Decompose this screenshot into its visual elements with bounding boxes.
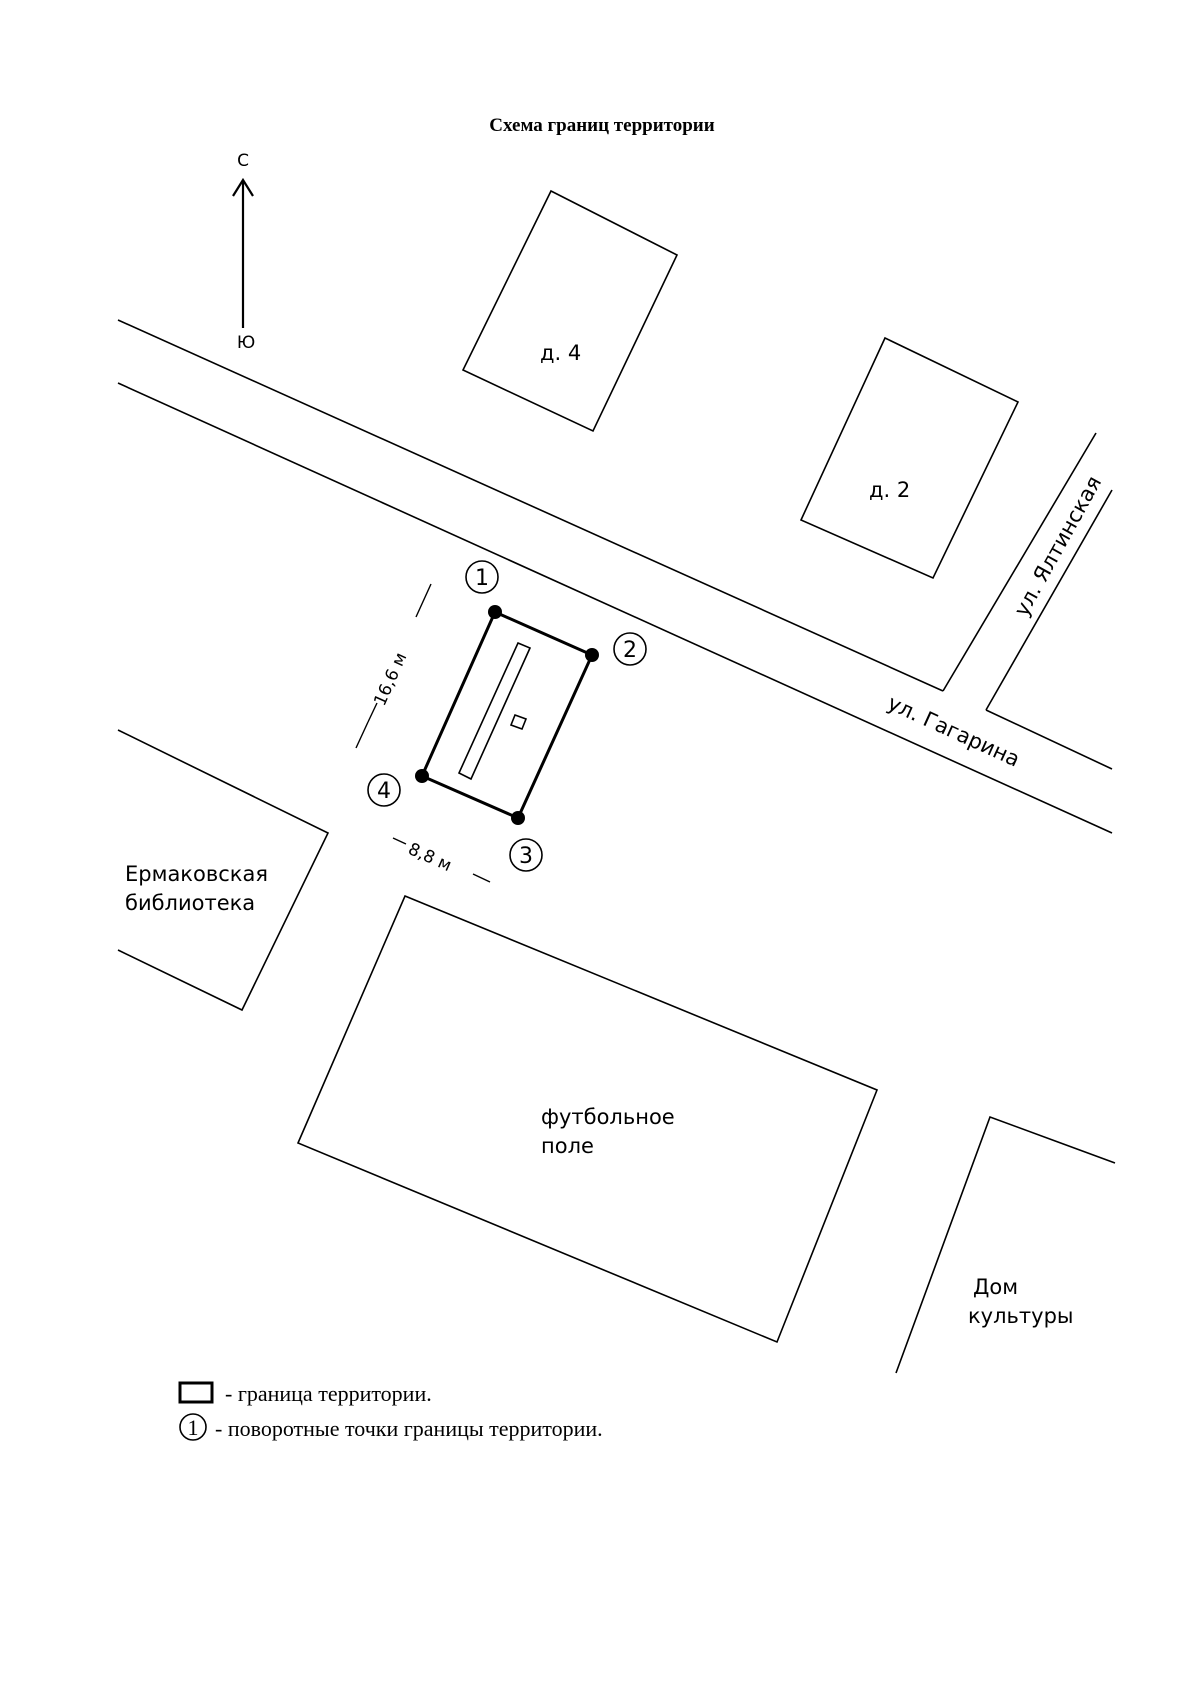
- football-field: [298, 896, 877, 1342]
- yaltinskaya-street-label: ул. Ялтинская: [1009, 472, 1106, 621]
- compass-north-label: С: [237, 151, 249, 171]
- inner-structure-long: [459, 643, 530, 779]
- svg-text:4: 4: [377, 779, 391, 804]
- house-2-building: [801, 338, 1018, 578]
- point-marker-4: 4: [368, 774, 400, 806]
- length-dimension-line: [356, 584, 431, 748]
- compass-south-label: Ю: [237, 333, 255, 353]
- legend-points-text: - поворотные точки границы территории.: [215, 1416, 603, 1441]
- vertex-1: [488, 605, 502, 619]
- width-dimension-line: [393, 838, 490, 882]
- width-dimension-label: 8,8 м: [405, 839, 454, 876]
- house-of-culture-building: [896, 1117, 1115, 1373]
- gagarina-street-label: ул. Гагарина: [884, 691, 1023, 772]
- svg-text:1: 1: [188, 1415, 199, 1440]
- house-2-label: д. 2: [869, 478, 910, 502]
- boundary-vertices: [415, 605, 599, 825]
- vertex-3: [511, 811, 525, 825]
- svg-text:3: 3: [519, 844, 533, 869]
- vertex-4: [415, 769, 429, 783]
- legend-point-icon: 1: [180, 1414, 206, 1440]
- page-title: Схема границ территории: [489, 115, 714, 136]
- library-label-line2: библиотека: [125, 891, 255, 915]
- svg-text:1: 1: [475, 566, 489, 591]
- house-4-building: [463, 191, 677, 431]
- house-of-culture-label-line1: Дом: [973, 1275, 1018, 1299]
- football-field-label-line2: поле: [541, 1134, 594, 1158]
- territory-boundary: [422, 612, 592, 818]
- vertex-2: [585, 648, 599, 662]
- library-building: [118, 730, 328, 1010]
- length-dimension-label: 16,6 м: [370, 650, 411, 709]
- point-marker-2: 2: [614, 633, 646, 665]
- point-marker-3: 3: [510, 839, 542, 871]
- north-arrow-icon: [233, 180, 253, 328]
- yaltinskaya-street: [943, 433, 1112, 710]
- inner-structure-small: [511, 715, 526, 729]
- svg-text:2: 2: [623, 638, 637, 663]
- legend-boundary-text: - граница территории.: [225, 1381, 432, 1406]
- gagarina-street: [118, 320, 1112, 833]
- house-4-label: д. 4: [540, 341, 581, 365]
- football-field-label-line1: футбольное: [541, 1105, 675, 1129]
- house-of-culture-label-line2: культуры: [968, 1304, 1073, 1328]
- legend-boundary-icon: [180, 1383, 212, 1402]
- library-label-line1: Ермаковская: [125, 862, 268, 886]
- point-marker-1: 1: [466, 561, 498, 593]
